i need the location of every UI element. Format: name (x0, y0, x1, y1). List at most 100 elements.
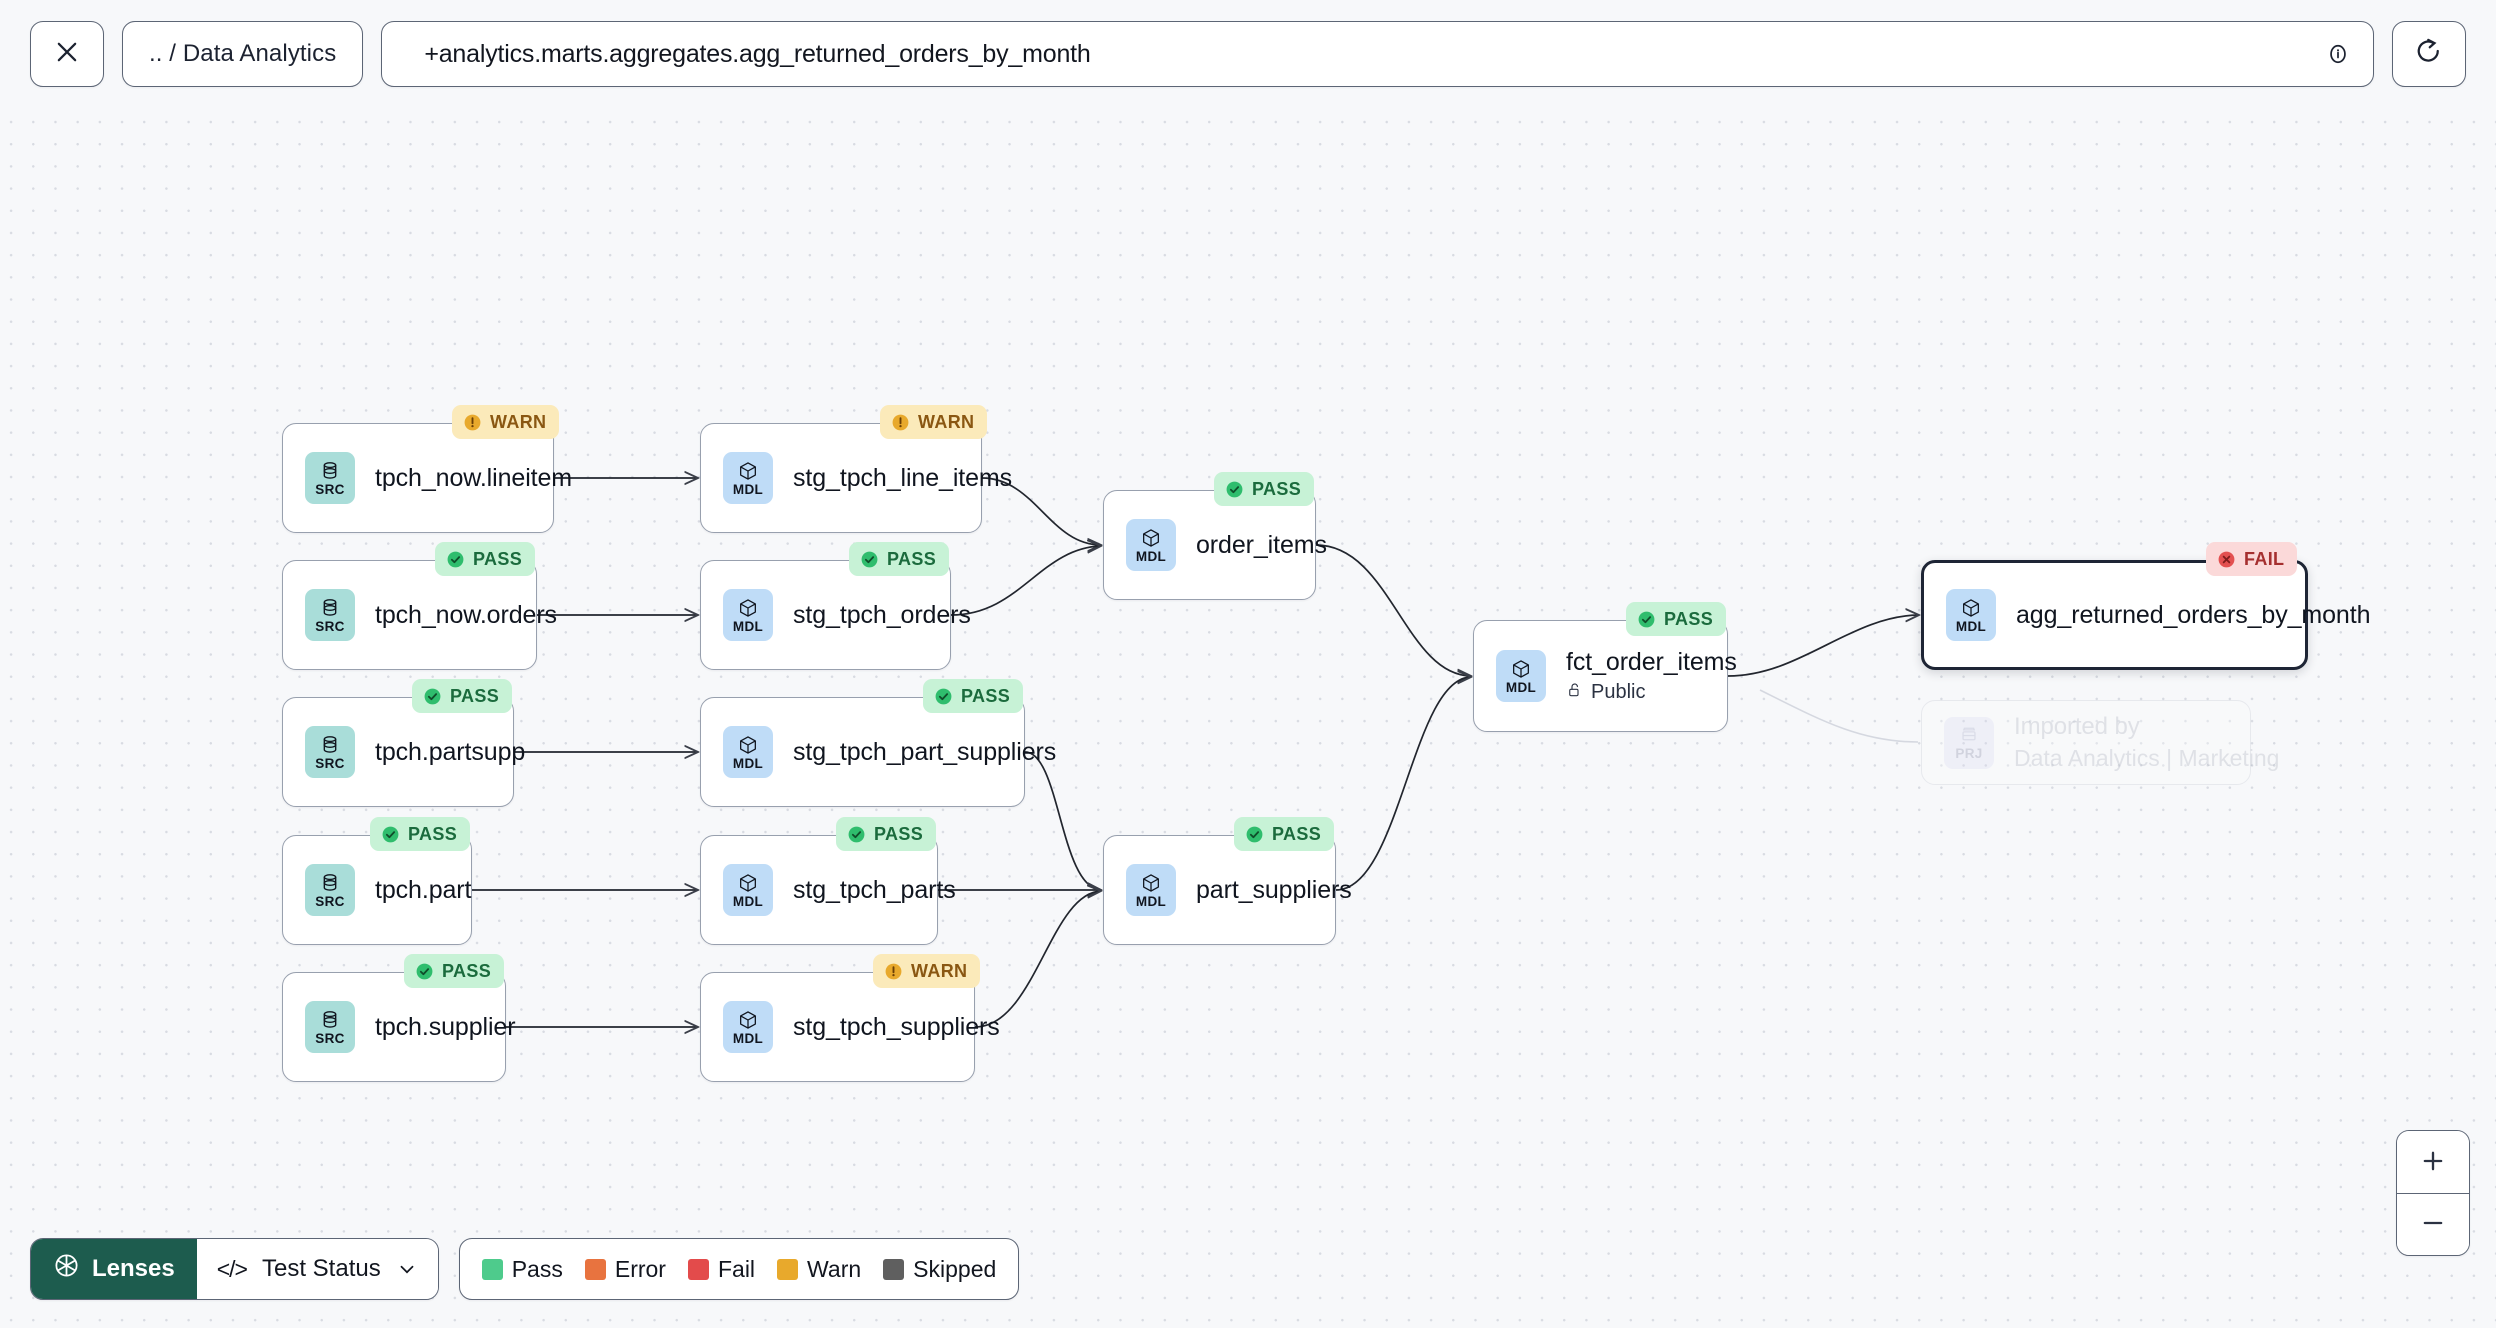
src-type-badge: SRC (305, 589, 355, 641)
legend-swatch (584, 1258, 606, 1280)
node-body: tpch_now.orders (375, 600, 557, 630)
chevron-down-icon (396, 1258, 418, 1280)
graph-node-agg_returned_orders[interactable]: MDL agg_returned_orders_by_month (1921, 560, 2371, 670)
mdl-icon (737, 597, 759, 619)
legend-label: Skipped (913, 1255, 997, 1282)
mdl-type-badge: MDL (1946, 589, 1996, 641)
lenses-button[interactable]: Lenses (31, 1239, 197, 1299)
close-button[interactable] (30, 21, 104, 87)
node-body: agg_returned_orders_by_month (2016, 600, 2371, 630)
node-type-label: MDL (1505, 679, 1537, 695)
status-label: PASS (473, 548, 523, 569)
mdl-icon (1140, 872, 1162, 894)
status-badge-stg_tpch_parts: PASS (836, 817, 937, 851)
node-type-label: SRC (315, 1030, 345, 1046)
status-pass-icon (1245, 825, 1264, 844)
legend-item-skipped[interactable]: Skipped (883, 1256, 996, 1283)
lenses-label: Lenses (92, 1255, 175, 1282)
status-badge-tpch_now_lineitem: WARN (452, 405, 560, 439)
graph-node-tpch_part[interactable]: SRC tpch.part (282, 835, 472, 945)
src-icon (319, 597, 341, 619)
node-type-label: SRC (315, 893, 345, 909)
graph-node-tpch_now_orders[interactable]: SRC tpch_now.orders (282, 560, 557, 670)
node-type-label: PRJ (1955, 746, 1983, 762)
legend-swatch (687, 1258, 709, 1280)
node-body: tpch_now.lineitem (375, 464, 572, 493)
legend-label: Error (614, 1255, 666, 1282)
mdl-type-badge: MDL (723, 1001, 773, 1053)
mdl-type-badge: MDL (723, 864, 773, 916)
code-icon: </> (216, 1255, 248, 1282)
breadcrumb: .. / Data Analytics (149, 40, 337, 67)
node-subtitle-text: Data Analytics | Marketing (2014, 745, 2280, 771)
top-toolbar: .. / Data Analytics +analytics.marts.agg… (0, 0, 2496, 108)
info-icon[interactable] (2325, 41, 2351, 67)
breadcrumb-button[interactable]: .. / Data Analytics (122, 21, 364, 87)
node-title: tpch.part (375, 875, 472, 904)
node-title: fct_order_items (1566, 647, 1737, 676)
unlock-icon (1566, 681, 1584, 705)
node-body: tpch.part (375, 875, 472, 905)
graph-node-stg_tpch_parts[interactable]: MDL stg_tpch_parts (700, 835, 956, 945)
legend-label: Warn (807, 1255, 862, 1282)
node-body: stg_tpch_suppliers (793, 1013, 1000, 1042)
status-badge-stg_tpch_orders: PASS (849, 542, 950, 576)
lens-control-group: Lenses </> Test Status (30, 1238, 439, 1300)
zoom-in-button[interactable] (2397, 1131, 2469, 1193)
mdl-icon (1510, 658, 1532, 680)
legend-item-fail[interactable]: Fail (687, 1255, 756, 1283)
legend-item-warn[interactable]: Warn (777, 1256, 861, 1283)
status-warn-icon (463, 413, 482, 432)
status-badge-stg_tpch_part_suppl: PASS (923, 679, 1024, 713)
status-legend: Pass Error Fail Warn Skipped (458, 1238, 1020, 1300)
node-type-label: MDL (732, 1030, 764, 1046)
node-title: tpch_now.orders (375, 600, 557, 629)
status-label: WARN (490, 411, 547, 432)
status-badge-stg_tpch_suppliers: WARN (873, 954, 981, 988)
node-type-label: MDL (1135, 548, 1167, 564)
node-title: agg_returned_orders_by_month (2016, 600, 2371, 629)
node-body: stg_tpch_part_suppliers (793, 737, 1057, 767)
minus-icon (2419, 1209, 2447, 1240)
status-label: PASS (887, 548, 937, 569)
node-title: stg_tpch_line_items (793, 463, 1013, 492)
graph-node-stg_tpch_suppliers[interactable]: MDL stg_tpch_suppliers (700, 972, 1000, 1082)
status-badge-tpch_part: PASS (370, 817, 471, 851)
search-input[interactable]: +analytics.marts.aggregates.agg_returned… (424, 39, 1091, 68)
node-type-label: MDL (1955, 618, 1987, 634)
graph-node-tpch_now_lineitem[interactable]: SRC tpch_now.lineitem (282, 423, 572, 533)
search-bar[interactable]: +analytics.marts.aggregates.agg_returned… (381, 21, 2374, 87)
node-title: stg_tpch_part_suppliers (793, 737, 1057, 766)
zoom-out-button[interactable] (2397, 1193, 2469, 1255)
legend-label: Fail (717, 1255, 756, 1282)
mdl-type-badge: MDL (1496, 650, 1546, 702)
mdl-icon (737, 734, 759, 756)
node-type-label: MDL (732, 481, 764, 497)
status-label: PASS (408, 823, 458, 844)
node-body: tpch.partsupp (375, 737, 526, 767)
legend-label: Pass (511, 1255, 563, 1282)
status-badge-tpch_supplier: PASS (404, 954, 505, 988)
legend-item-pass[interactable]: Pass (481, 1255, 563, 1283)
graph-node-stg_tpch_line_items[interactable]: MDL stg_tpch_line_items (700, 423, 1013, 533)
status-label: PASS (442, 960, 492, 981)
src-type-badge: SRC (305, 452, 355, 504)
legend-item-error[interactable]: Error (584, 1255, 666, 1283)
src-icon (319, 1009, 341, 1031)
refresh-button[interactable] (2392, 21, 2466, 87)
mdl-icon (737, 460, 759, 482)
status-pass-icon (1225, 480, 1244, 499)
node-title: tpch.partsupp (375, 737, 526, 766)
node-body: stg_tpch_parts (793, 876, 956, 905)
test-status-dropdown[interactable]: </> Test Status (196, 1239, 438, 1299)
